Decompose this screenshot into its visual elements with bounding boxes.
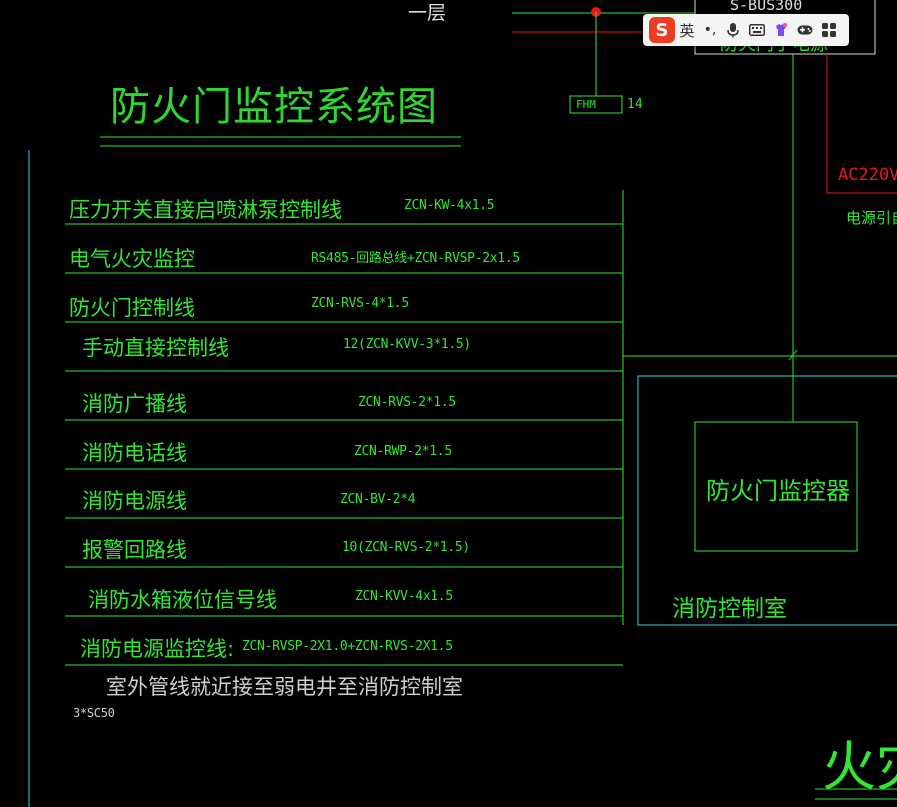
controller-label: 防火门监控器 [706, 477, 850, 505]
legend-name: 防火门控制线 [69, 296, 195, 320]
legend-name: 消防电话线 [82, 441, 187, 465]
game-icon[interactable] [793, 17, 817, 43]
legend-spec: ZCN-BV-2*4 [340, 492, 416, 507]
skin-icon[interactable] [769, 17, 793, 43]
microphone-icon[interactable] [721, 17, 745, 43]
legend-spec: ZCN-RVS-2*1.5 [358, 395, 456, 410]
legend-spec: ZCN-KVV-4x1.5 [355, 589, 453, 604]
legend-name: 手动直接控制线 [82, 336, 229, 360]
legend-spec: ZCN-RWP-2*1.5 [354, 444, 452, 459]
outdoor-note: 室外管线就近接至弱电井至消防控制室 [106, 675, 463, 699]
legend-spec: ZCN-KW-4x1.5 [404, 198, 495, 213]
fhm-count: 14 [627, 97, 643, 112]
legend-name: 消防电源监控线: [80, 637, 235, 661]
legend-spec: ZCN-RVSP-2X1.0+ZCN-RVS-2X1.5 [242, 639, 453, 654]
legend-spec: RS485-回路总线+ZCN-RVSP-2x1.5 [311, 251, 520, 266]
keyboard-icon[interactable] [745, 17, 769, 43]
legend-name: 报警回路线 [82, 538, 187, 562]
ime-toolbar[interactable]: S 英 •, [643, 14, 849, 46]
legend-name: 消防电源线 [82, 489, 187, 513]
fhm-label: FHM [576, 98, 596, 111]
control-room-box [637, 375, 897, 626]
bus-label: S-BUS300 [730, 0, 803, 14]
legend-name: 消防水箱液位信号线 [88, 588, 277, 612]
control-room-label: 消防控制室 [672, 596, 787, 622]
conduit-label: 3*SC50 [73, 706, 115, 720]
ac-note: 电源引自A [846, 209, 897, 227]
legend-name: 电气火灾监控 [69, 247, 195, 271]
floor-label: 一层 [408, 2, 447, 24]
fhm-box [569, 95, 623, 114]
legend-name: 消防广播线 [82, 392, 187, 416]
grid-menu-icon[interactable] [817, 17, 841, 43]
controller-box [694, 421, 858, 552]
sogou-logo-icon[interactable]: S [649, 17, 675, 43]
legend-spec: 10(ZCN-RVS-2*1.5) [342, 540, 470, 555]
legend-spec: ZCN-RVS-4*1.5 [311, 296, 409, 311]
diagram-title: 防火门监控系统图 [110, 84, 438, 130]
ime-lang-toggle[interactable]: 英 [679, 21, 695, 40]
legend-name: 压力开关直接启喷淋泵控制线 [69, 198, 342, 222]
legend-spec: 12(ZCN-KVV-3*1.5) [343, 337, 471, 352]
partial-title: 火灾 [822, 735, 897, 798]
ac-label: AC220V [838, 165, 897, 185]
punctuation-icon[interactable]: •, [703, 22, 717, 38]
